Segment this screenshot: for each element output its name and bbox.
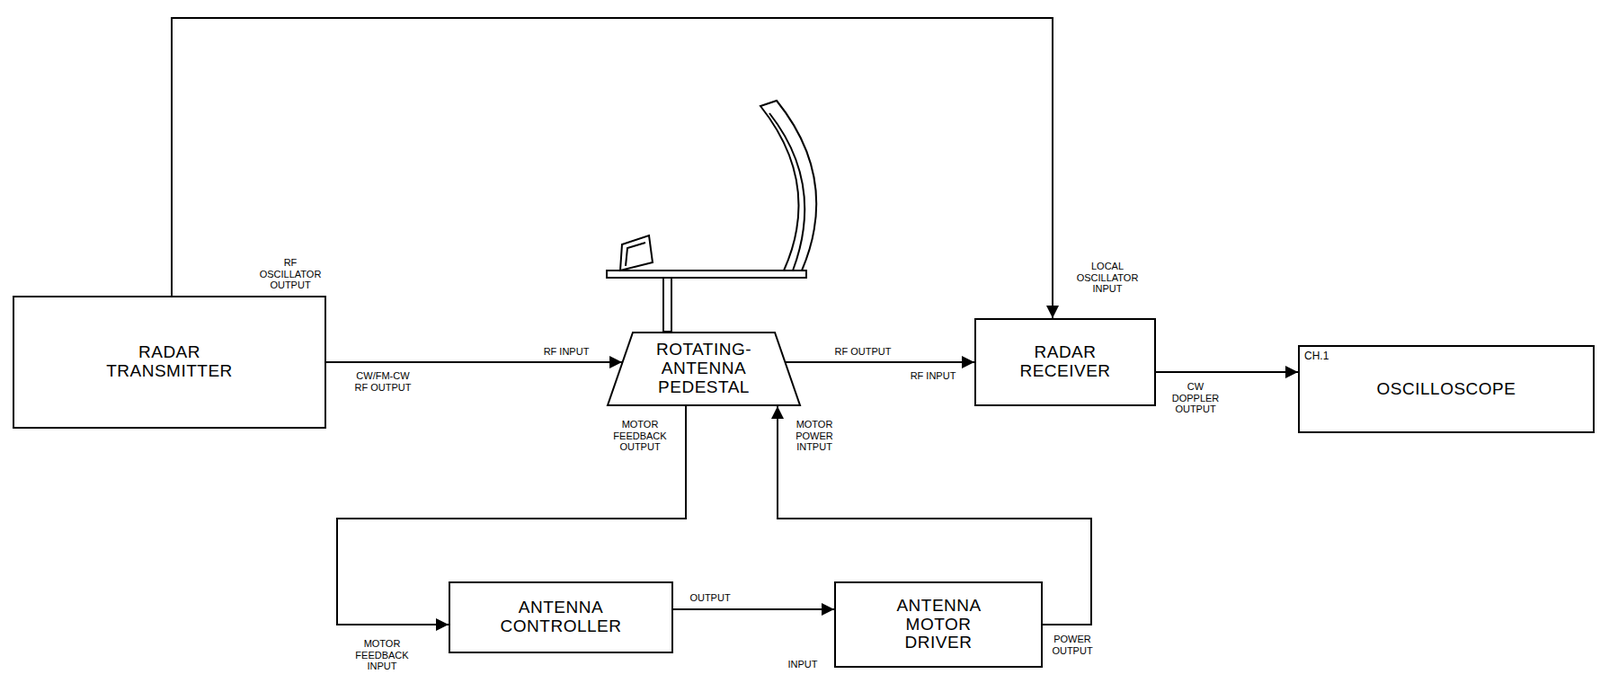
port-label: MOTOR FEEDBACK INPUT (353, 638, 412, 673)
dish-rim (769, 113, 805, 271)
antenna-arm (606, 270, 807, 278)
transmitter-box: RADAR TRANSMITTER (12, 295, 327, 429)
signal-connector (673, 608, 835, 611)
controller-box: ANTENNA CONTROLLER (448, 581, 674, 654)
signal-connector (1155, 371, 1298, 374)
port-label: LOCAL OSCILLATOR INPUT (1074, 260, 1142, 295)
node-title: RADAR TRANSMITTER (106, 343, 233, 382)
port-label: RF OUTPUT (831, 346, 895, 358)
node-title: RADAR RECEIVER (1019, 343, 1111, 382)
node-title: ROTATING-ANTENNA PEDESTAL (656, 340, 752, 398)
port-label: RF INPUT (906, 370, 960, 383)
feed-horn-mouth (625, 242, 646, 267)
signal-connector (785, 361, 975, 364)
oscilloscope-box: CH.1OSCILLOSCOPE (1297, 345, 1595, 434)
receiver-box: RADAR RECEIVER (974, 318, 1156, 407)
node-title: ANTENNA MOTOR DRIVER (896, 596, 980, 654)
port-label: OUTPUT (687, 592, 733, 605)
port-label: POWER OUTPUT (1049, 633, 1095, 657)
feed-horn (620, 235, 653, 271)
antenna-drawing (606, 100, 817, 332)
pedestal-trapezoid: ROTATING-ANTENNA PEDESTAL (606, 331, 801, 407)
antenna-dish (760, 100, 817, 271)
trapezoid-path (607, 332, 800, 406)
channel-label: CH.1 (1304, 349, 1329, 363)
port-label: CW DOPPLER OUTPUT (1168, 381, 1223, 416)
node-title: OSCILLOSCOPE (1377, 380, 1517, 400)
node-title: ANTENNA CONTROLLER (500, 598, 623, 637)
signal-connector (171, 17, 1053, 319)
port-label: RF INPUT (539, 346, 594, 358)
antenna-mast (663, 277, 672, 332)
port-label: MOTOR FEEDBACK OUTPUT (611, 418, 670, 454)
port-label: RF OSCILLATOR OUTPUT (257, 257, 325, 292)
port-label: INPUT (784, 658, 821, 671)
port-label: MOTOR POWER INTPUT (791, 418, 837, 454)
port-label: CW/FM-CW RF OUTPUT (351, 370, 415, 393)
motor-driver-box: ANTENNA MOTOR DRIVER (834, 581, 1043, 668)
signal-connector (326, 361, 623, 364)
